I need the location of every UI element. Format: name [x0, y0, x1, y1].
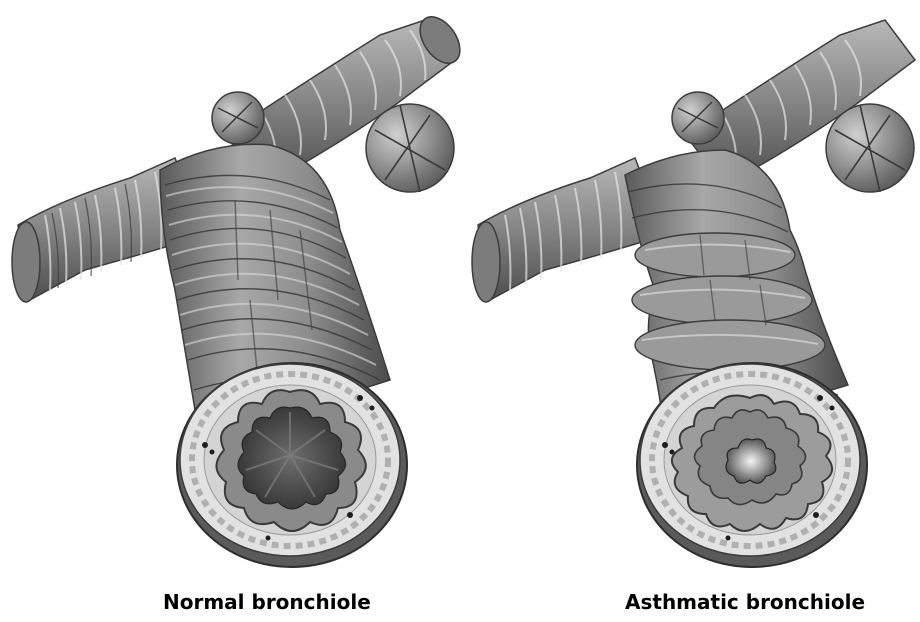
panel-asthmatic-bronchiole: Asthmatic bronchiole	[460, 0, 920, 622]
bronchiole-asthmatic-illustration	[460, 0, 920, 585]
panel-normal-bronchiole: Normal bronchiole	[0, 0, 470, 622]
cross-section-asthmatic	[637, 363, 867, 567]
caption-asthmatic-bronchiole: Asthmatic bronchiole	[625, 590, 865, 614]
bronchiole-normal-illustration	[0, 0, 470, 585]
cross-section-normal	[177, 363, 407, 567]
caption-normal-bronchiole: Normal bronchiole	[163, 590, 371, 614]
